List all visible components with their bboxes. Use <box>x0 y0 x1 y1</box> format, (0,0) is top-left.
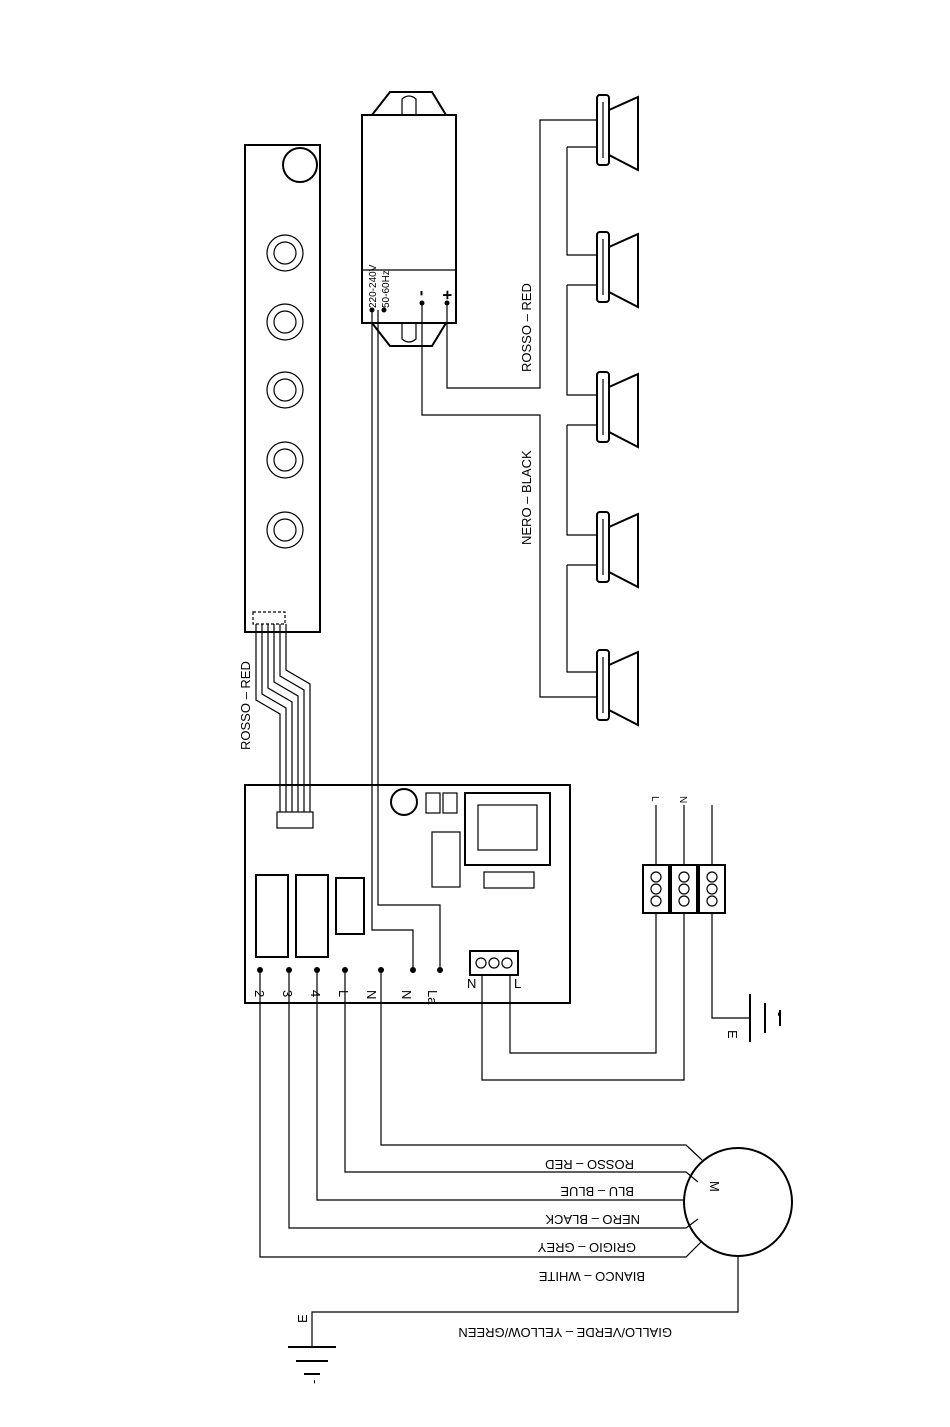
terminal-3: 3 <box>280 990 295 997</box>
psu-frequency-label: 50-60Hz <box>381 270 392 308</box>
psu-plus-label: + <box>438 290 457 300</box>
panel-button-1 <box>267 235 303 271</box>
mains-earth-mark: - <box>772 1012 787 1016</box>
speaker-5 <box>597 650 638 725</box>
speaker-red-wire-label: ROSSO – RED <box>519 283 534 372</box>
motor-wire-black-label: NERO – BLACK <box>545 1212 640 1227</box>
speaker-3 <box>597 372 638 447</box>
motor-wire-grey-label: GRIGIO – GREY <box>537 1240 636 1255</box>
motor-symbol: M <box>707 1181 722 1192</box>
psu-minus-label: - <box>411 290 430 296</box>
terminal-n: N <box>364 990 379 999</box>
terminal-la: La <box>425 990 440 1005</box>
motor-wire-white-label: BIANCO – WHITE <box>538 1269 645 1284</box>
psu-voltage-label: 220-240V <box>368 264 379 308</box>
speaker-chain-wires <box>567 147 597 672</box>
mains-l-label: L <box>649 796 660 802</box>
speaker-black-wire-label: NERO – BLACK <box>519 450 534 545</box>
terminal-l: L <box>336 990 351 997</box>
panel-button-4 <box>267 442 303 478</box>
terminal-n-psu: N <box>399 990 414 999</box>
led-power-supply: 220-240V 50-60Hz - + <box>362 92 457 346</box>
panel-button-5 <box>267 512 303 548</box>
motor-earth-wire-label: GIALLO/VERDE – YELLOW/GREEN <box>458 1325 672 1340</box>
speaker-2 <box>597 232 638 307</box>
speaker-1 <box>597 95 638 170</box>
motor-wire-blue-label: BLU – BLUE <box>560 1184 634 1199</box>
terminal-4: 4 <box>308 990 323 997</box>
ribbon-cable-label: ROSSO – RED <box>238 661 253 750</box>
mains-n-label: N <box>677 796 688 803</box>
ribbon-cable <box>256 624 313 828</box>
panel-button-2 <box>267 304 303 340</box>
control-board: N L <box>245 785 570 1003</box>
control-panel <box>245 145 320 632</box>
motor: M <box>684 1148 792 1256</box>
panel-button-3 <box>267 372 303 408</box>
motor-wire-red-label: ROSSO – RED <box>545 1157 634 1172</box>
board-block-l: L <box>514 976 521 991</box>
motor-earth-mark: - <box>306 1380 321 1384</box>
mains-terminal-block <box>643 865 725 913</box>
board-block-n: N <box>467 976 476 991</box>
mains-earth-symbol: E - <box>712 913 787 1042</box>
motor-earth-label: E <box>295 1314 310 1323</box>
speaker-4 <box>597 512 638 587</box>
mains-earth-label: E <box>725 1030 740 1039</box>
